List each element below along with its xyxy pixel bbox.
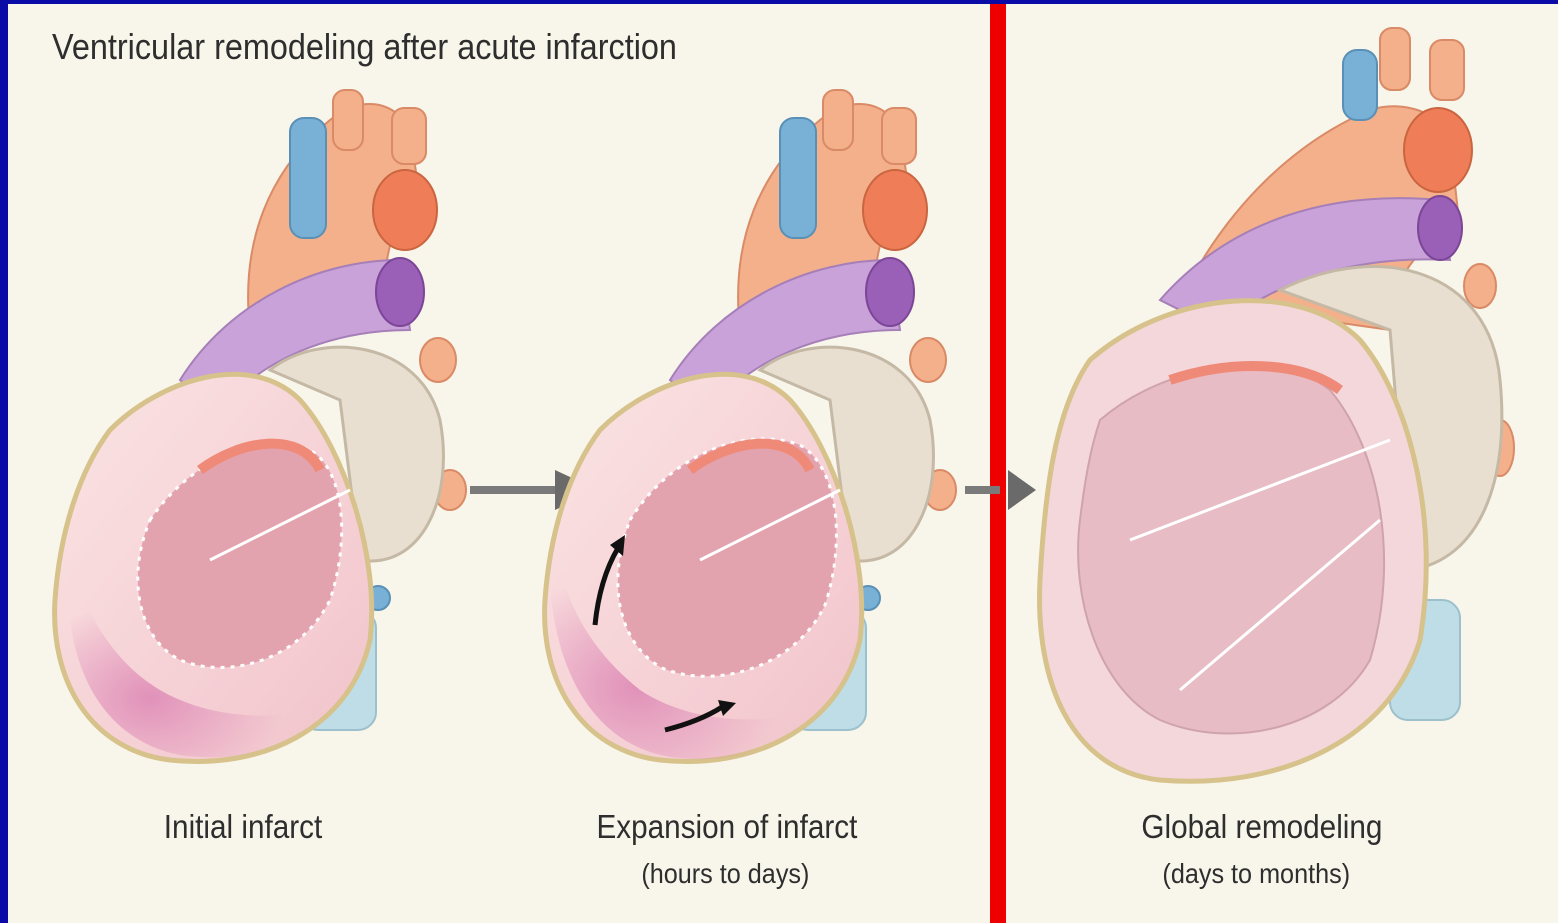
caption-initial-infarct: Initial infarct (164, 808, 322, 846)
diagram-title: Ventricular remodeling after acute infar… (52, 26, 677, 68)
heart-initial-infarct (55, 90, 466, 762)
caption-global-timeframe: (days to months) (1162, 858, 1350, 890)
heart-global-remodeling (1040, 28, 1514, 781)
arrow-right-icon-2 (965, 470, 1036, 510)
heart-expansion-of-infarct (545, 90, 956, 762)
caption-expansion-of-infarct: Expansion of infarct (596, 808, 857, 846)
caption-global-remodeling: Global remodeling (1141, 808, 1382, 846)
caption-expansion-timeframe: (hours to days) (641, 858, 809, 890)
